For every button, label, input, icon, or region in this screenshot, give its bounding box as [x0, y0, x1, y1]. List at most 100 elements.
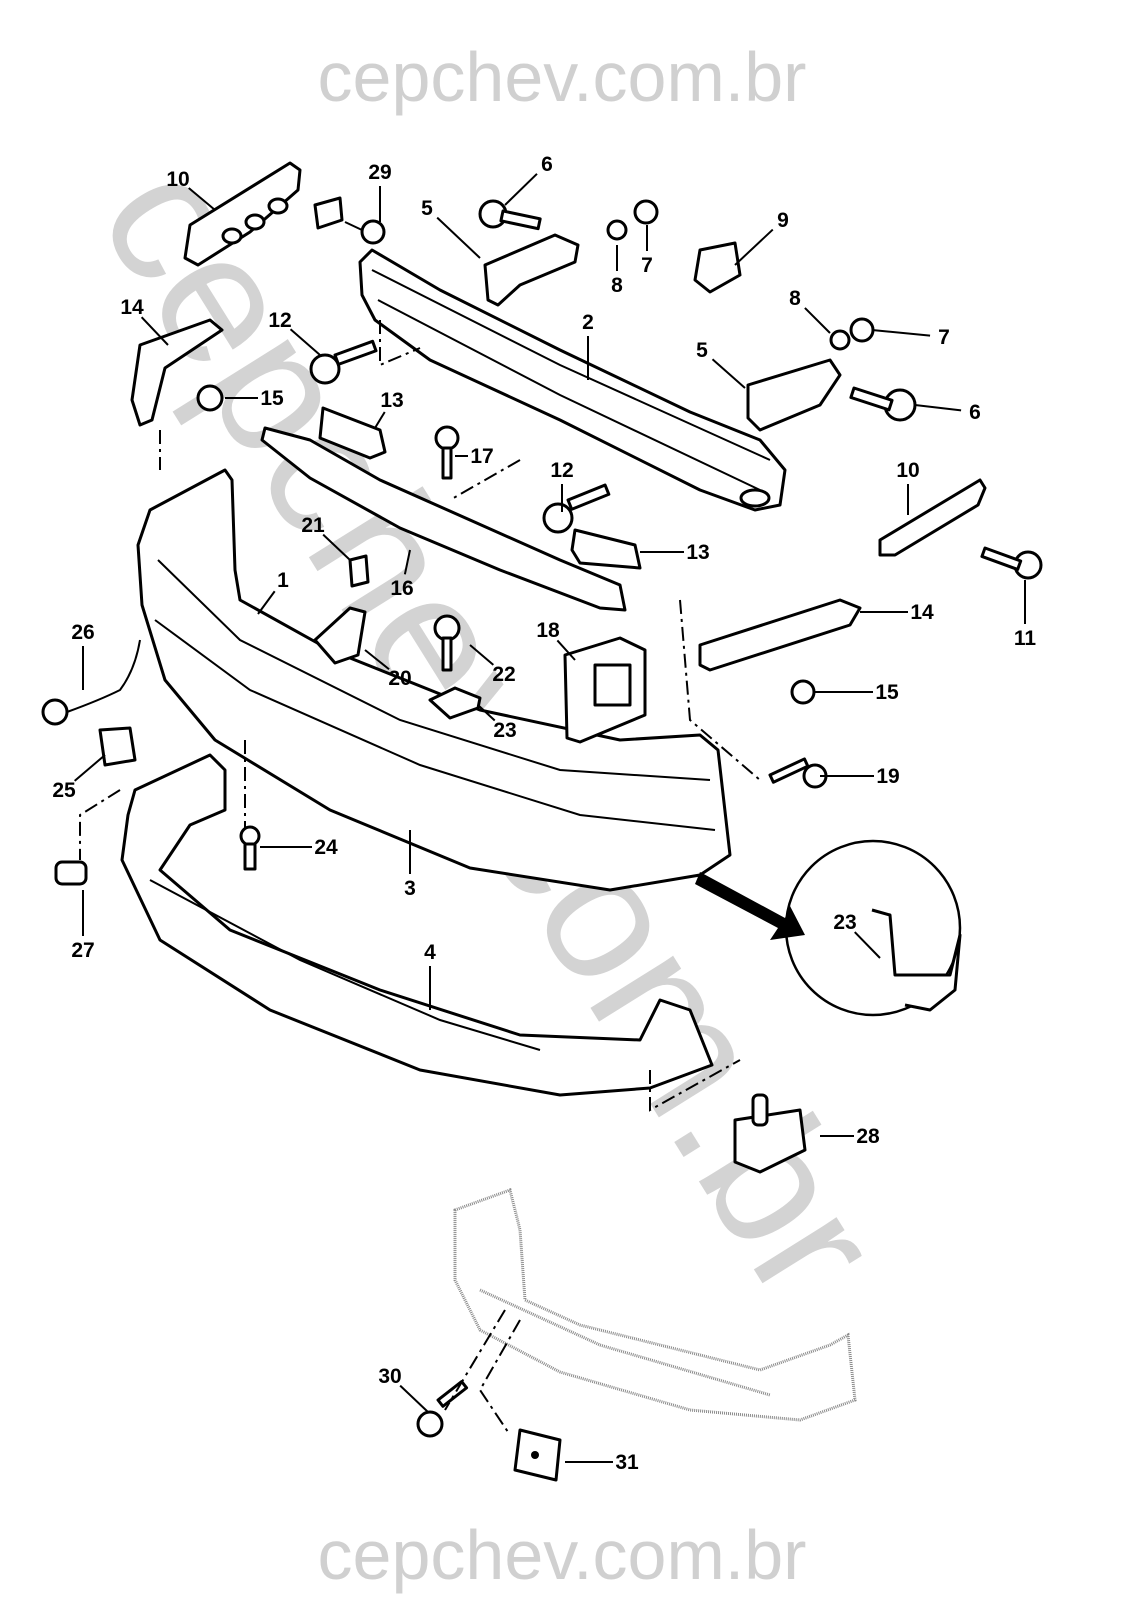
callout-impact-bar-bracket: 5 — [696, 339, 746, 389]
callout-label: 26 — [71, 621, 94, 644]
part-speed-nut-23 — [428, 686, 482, 720]
callout-label: 28 — [856, 1125, 880, 1148]
callout-support-bracket: 20 — [364, 649, 412, 690]
watermark-top: cepchev.com.br — [317, 38, 807, 116]
part-washer-8-top — [606, 219, 628, 241]
callout-label: 5 — [421, 197, 433, 220]
callout-clip: 9 — [734, 209, 789, 266]
leader-line — [804, 307, 831, 334]
part-bolt-12-right — [542, 483, 611, 534]
part-side-retainer-right — [698, 598, 862, 672]
callout-bulb-socket-wire: 26 — [71, 621, 95, 690]
callout-label: 14 — [910, 601, 934, 624]
callout-washer: 8 — [611, 245, 623, 297]
leader-line — [436, 216, 481, 259]
leader-line — [734, 228, 774, 266]
callout-label: 10 — [896, 459, 919, 482]
callout-label: 13 — [380, 389, 403, 412]
callout-push-rivet: 15 — [225, 387, 284, 410]
callout-push-rivet: 15 — [815, 681, 899, 704]
callout-washer: 8 — [789, 287, 831, 334]
part-pad-13-right — [570, 528, 642, 570]
callout-push-pin: 24 — [260, 836, 338, 859]
assembly-lines — [79, 320, 761, 1436]
part-plug-27 — [54, 860, 88, 886]
callout-label: 2 — [582, 311, 594, 334]
callout-energy-absorber-pad: 13 — [374, 389, 404, 429]
callout-label: 25 — [52, 779, 76, 802]
leader-line — [374, 411, 386, 429]
part-push-rivet-15-right — [790, 679, 816, 705]
callout-spoiler-clip: 28 — [820, 1125, 880, 1148]
leader-line — [914, 404, 962, 412]
part-screw-22 — [433, 614, 461, 672]
callout-bumper-cover: 3 — [404, 830, 416, 900]
callout-side-guide-bracket: 10 — [166, 168, 216, 211]
callout-speed-nut: 31 — [565, 1451, 639, 1474]
leader-line — [556, 639, 576, 661]
callout-bolt: 12 — [550, 459, 574, 512]
part-side-retainer-left — [130, 318, 224, 427]
callout-label: 19 — [876, 765, 899, 788]
part-spoiler-clip — [733, 1093, 807, 1174]
callout-impact-bar-bracket: 5 — [421, 197, 481, 259]
part-bolt-6-top — [478, 199, 542, 231]
callout-label: 11 — [1014, 627, 1037, 650]
callout-label: 18 — [536, 619, 560, 642]
part-bolt-6-right — [849, 386, 917, 422]
callout-layer: 1234556677889101011121213131414151516171… — [52, 153, 1036, 1474]
callout-label: 14 — [120, 296, 144, 319]
detail-view-23 — [695, 839, 962, 1017]
callout-bumper-impact-bar: 2 — [582, 311, 594, 380]
callout-label: 7 — [938, 326, 950, 349]
callout-label: 13 — [686, 541, 709, 564]
leader-line — [403, 549, 411, 575]
part-nut-7-right — [849, 317, 875, 343]
callout-label: 20 — [388, 667, 411, 690]
callout-label: 22 — [492, 663, 515, 686]
callout-label: 5 — [696, 339, 708, 362]
part-push-pin-24 — [239, 825, 261, 871]
callout-energy-absorber-pad: 13 — [640, 541, 710, 564]
leader-line — [469, 644, 494, 666]
leader-line — [399, 1384, 429, 1413]
callout-label: 3 — [404, 877, 416, 900]
callout-absorber-strip: 16 — [390, 549, 414, 600]
callout-bolt: 12 — [268, 309, 321, 356]
part-side-guide-bracket-left — [183, 161, 302, 267]
callout-label: 31 — [615, 1451, 639, 1474]
leader-line — [73, 754, 106, 782]
part-bumper-cover — [136, 468, 732, 892]
callout-screw: 11 — [1014, 580, 1037, 650]
callout-label: 23 — [833, 911, 856, 934]
callout-label: 17 — [470, 445, 493, 468]
callout-label: 6 — [541, 153, 553, 176]
callout-label: 29 — [368, 161, 391, 184]
callout-label: 8 — [789, 287, 801, 310]
leader-line — [322, 533, 351, 561]
callout-label: 8 — [611, 274, 623, 297]
part-washer-8-right — [829, 329, 851, 351]
callout-label: 9 — [777, 209, 789, 232]
callout-side-retainer: 14 — [860, 601, 934, 624]
callout-nut: 7 — [641, 225, 653, 277]
callout-plug: 27 — [71, 890, 95, 962]
part-pad-13-left — [318, 406, 387, 460]
part-absorber-strip — [260, 426, 627, 612]
part-nut-7-top — [633, 199, 659, 225]
part-push-rivet-15-left — [196, 384, 224, 412]
callout-fog-lamp-bracket: 18 — [536, 619, 576, 661]
callout-label: 6 — [969, 401, 981, 424]
part-screw-17 — [434, 425, 460, 480]
callout-screw: 17 — [455, 445, 494, 468]
callout-label: 27 — [71, 939, 94, 962]
leader-line — [364, 649, 390, 671]
part-clip-21 — [348, 554, 370, 588]
leader-line — [140, 316, 169, 346]
part-fog-lamp-bracket — [563, 636, 647, 744]
callout-bracket: 25 — [52, 754, 106, 802]
callout-label: 12 — [550, 459, 573, 482]
callout-side-guide-bracket: 10 — [896, 459, 920, 515]
part-clip-9 — [693, 241, 742, 294]
